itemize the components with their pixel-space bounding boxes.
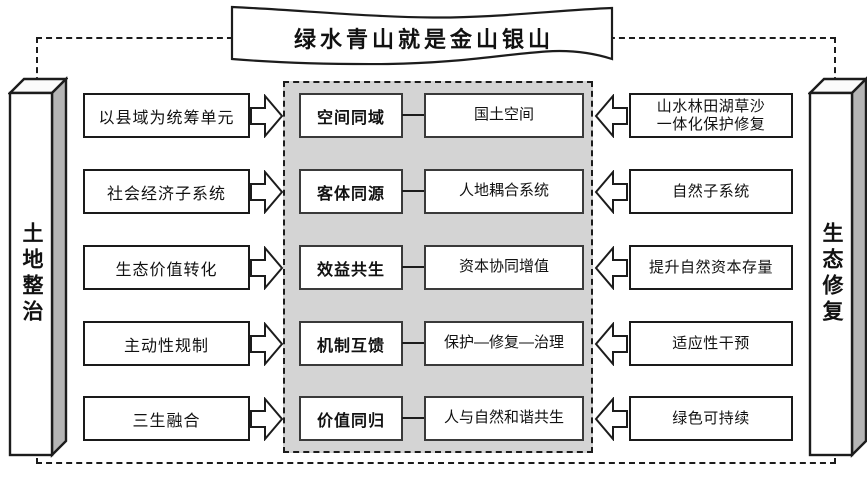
left-factor-box: 以县域为统筹单元 bbox=[83, 93, 250, 138]
pillar-left-label: 土地整治 bbox=[20, 222, 43, 326]
link-line bbox=[402, 417, 425, 419]
core-target-box: 人地耦合系统 bbox=[424, 169, 584, 214]
banner-ribbon-shape bbox=[230, 5, 614, 66]
core-concept-box: 价值同归 bbox=[299, 396, 403, 441]
core-concept-box: 效益共生 bbox=[299, 245, 403, 290]
core-target-box: 保护—修复—治理 bbox=[424, 321, 584, 366]
right-factor-box: 适应性干预 bbox=[629, 321, 793, 366]
core-target-box: 国土空间 bbox=[424, 93, 584, 138]
pillar-3d-shape bbox=[8, 76, 68, 458]
left-factor-box: 社会经济子系统 bbox=[83, 169, 250, 214]
core-concept-box: 空间同域 bbox=[299, 93, 403, 138]
left-factor-box: 生态价值转化 bbox=[83, 245, 250, 290]
pillar-3d-shape bbox=[808, 76, 867, 458]
flow-arrow-left-icon bbox=[594, 246, 628, 290]
title-banner: 绿水青山就是金山银山 bbox=[228, 1, 620, 67]
pillar-right-label: 生态修复 bbox=[820, 222, 843, 326]
right-factor-box: 山水林田湖草沙 一体化保护修复 bbox=[629, 93, 793, 138]
pillar-land-consolidation: 土地整治 bbox=[8, 65, 68, 461]
flow-arrow-left-icon bbox=[594, 94, 628, 138]
flow-arrow-left-icon bbox=[594, 170, 628, 214]
pillar-ecological-restoration: 生态修复 bbox=[808, 65, 867, 461]
flow-arrow-left-icon bbox=[594, 397, 628, 441]
flow-arrow-right-icon bbox=[250, 170, 284, 214]
core-concept-box: 机制互馈 bbox=[299, 321, 403, 366]
flow-arrow-right-icon bbox=[250, 246, 284, 290]
link-line bbox=[402, 266, 425, 268]
flow-arrow-right-icon bbox=[250, 94, 284, 138]
link-line bbox=[402, 342, 425, 344]
diagram-title: 绿水青山就是金山银山 bbox=[293, 26, 554, 52]
flow-arrow-left-icon bbox=[594, 322, 628, 366]
link-line bbox=[402, 114, 425, 116]
link-line bbox=[402, 190, 425, 192]
right-factor-box: 绿色可持续 bbox=[629, 396, 793, 441]
right-factor-box: 自然子系统 bbox=[629, 169, 793, 214]
flow-arrow-right-icon bbox=[250, 322, 284, 366]
core-target-box: 资本协同增值 bbox=[424, 245, 584, 290]
core-concept-box: 客体同源 bbox=[299, 169, 403, 214]
right-factor-box: 提升自然资本存量 bbox=[629, 245, 793, 290]
core-target-box: 人与自然和谐共生 bbox=[424, 396, 584, 441]
flow-arrow-right-icon bbox=[250, 397, 284, 441]
left-factor-box: 主动性规制 bbox=[83, 321, 250, 366]
left-factor-box: 三生融合 bbox=[83, 396, 250, 441]
